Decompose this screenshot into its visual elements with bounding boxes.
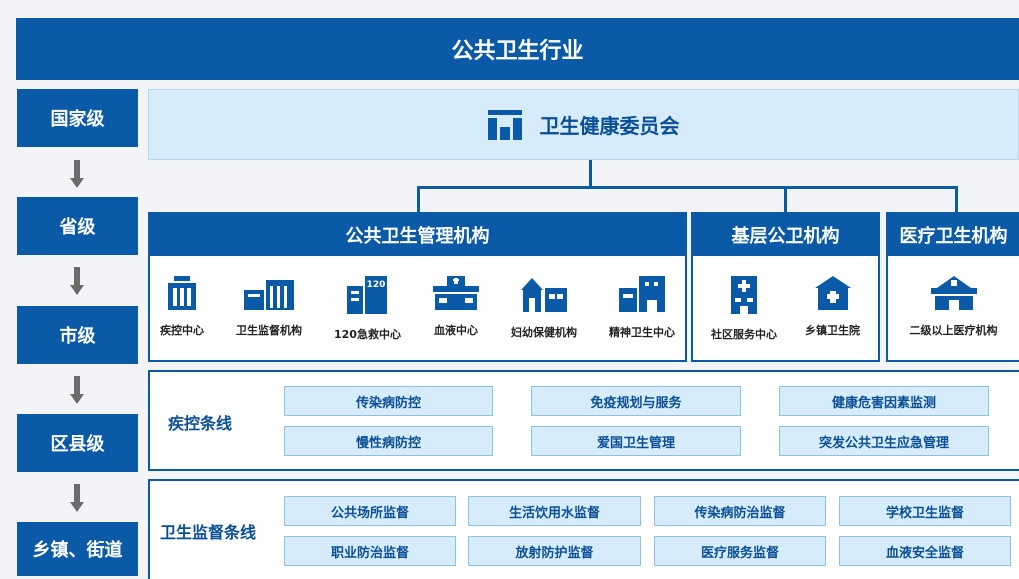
blood-center-icon [432, 276, 479, 310]
supervision-item: 学校卫生监督 [839, 496, 1011, 526]
supervision-item: 生活饮用水监督 [468, 496, 641, 526]
down-arrow-icon [70, 484, 84, 512]
panel-medical-title: 医疗卫生机构 [888, 214, 1019, 256]
disease-control-item: 突发公共卫生应急管理 [779, 426, 989, 456]
disease-control-item: 传染病防控 [284, 386, 493, 416]
level-town: 乡镇、街道 [17, 522, 138, 576]
community-center-icon [731, 276, 757, 314]
tower-120-icon: 120 [347, 276, 388, 314]
institution-item: 妇幼保健机构 [511, 276, 577, 342]
level-province: 省级 [17, 197, 138, 255]
column-building-icon [168, 276, 196, 310]
disease-control-item: 健康危害因素监测 [779, 386, 989, 416]
building-icon [487, 109, 522, 140]
health-commission-label: 卫生健康委员会 [539, 114, 680, 138]
mental-health-building-icon [618, 276, 665, 312]
institution-item: 120 120急救中心 [334, 276, 401, 342]
down-arrow-icon [70, 267, 84, 295]
connector-line [417, 186, 957, 189]
supervision-item: 传染病防治监督 [654, 496, 826, 526]
down-arrow-icon [70, 376, 84, 404]
institution-item: 二级以上医疗机构 [910, 276, 998, 338]
hospital-icon [930, 276, 977, 310]
supervision-item: 血液安全监督 [839, 536, 1011, 566]
institution-item: 精神卫生中心 [609, 276, 675, 342]
disease-control-item: 免疫规划与服务 [531, 386, 741, 416]
institution-item: 血液中心 [432, 276, 479, 342]
panel-public-health: 公共卫生管理机构 疾控中心 卫生监督机构 120 120急救中心 血液中心 妇幼… [148, 212, 687, 362]
disease-control-label: 疾控条线 [168, 414, 233, 433]
panel-grassroots-title: 基层公卫机构 [693, 214, 878, 256]
connector-line [784, 186, 787, 213]
institution-item: 社区服务中心 [711, 276, 777, 342]
supervision-label: 卫生监督条线 [160, 523, 257, 542]
down-arrow-icon [70, 160, 84, 188]
connector-line [417, 186, 420, 213]
level-city: 市级 [17, 306, 138, 364]
office-building-icon [244, 280, 294, 310]
disease-control-item: 爱国卫生管理 [531, 426, 741, 456]
svg-text:120: 120 [367, 280, 386, 290]
supervision-item: 职业防治监督 [284, 536, 456, 566]
level-national: 国家级 [17, 89, 138, 147]
institution-item: 乡镇卫生院 [805, 276, 860, 342]
page-title: 公共卫生行业 [16, 18, 1019, 80]
connector-line [955, 186, 958, 213]
supervision-item: 医疗服务监督 [654, 536, 826, 566]
panel-medical: 医疗卫生机构 二级以上医疗机构 [886, 212, 1019, 362]
institution-item: 疾控中心 [160, 276, 204, 342]
panel-grassroots: 基层公卫机构 社区服务中心 乡镇卫生院 [691, 212, 880, 362]
township-hospital-icon [814, 276, 851, 310]
disease-control-item: 慢性病防控 [284, 426, 493, 456]
supervision-section: 卫生监督条线 公共场所监督 生活饮用水监督 传染病防治监督 学校卫生监督 职业防… [148, 479, 1019, 579]
health-commission-box: 卫生健康委员会 [148, 89, 1019, 160]
supervision-item: 放射防护监督 [468, 536, 641, 566]
disease-control-section: 疾控条线 传染病防控 免疫规划与服务 健康危害因素监测 慢性病防控 爱国卫生管理… [148, 370, 1019, 471]
supervision-item: 公共场所监督 [284, 496, 456, 526]
panel-public-health-title: 公共卫生管理机构 [150, 214, 685, 256]
connector-line [589, 160, 592, 188]
house-icon [520, 278, 567, 312]
level-county: 区县级 [17, 414, 138, 472]
institution-item: 卫生监督机构 [236, 276, 302, 342]
